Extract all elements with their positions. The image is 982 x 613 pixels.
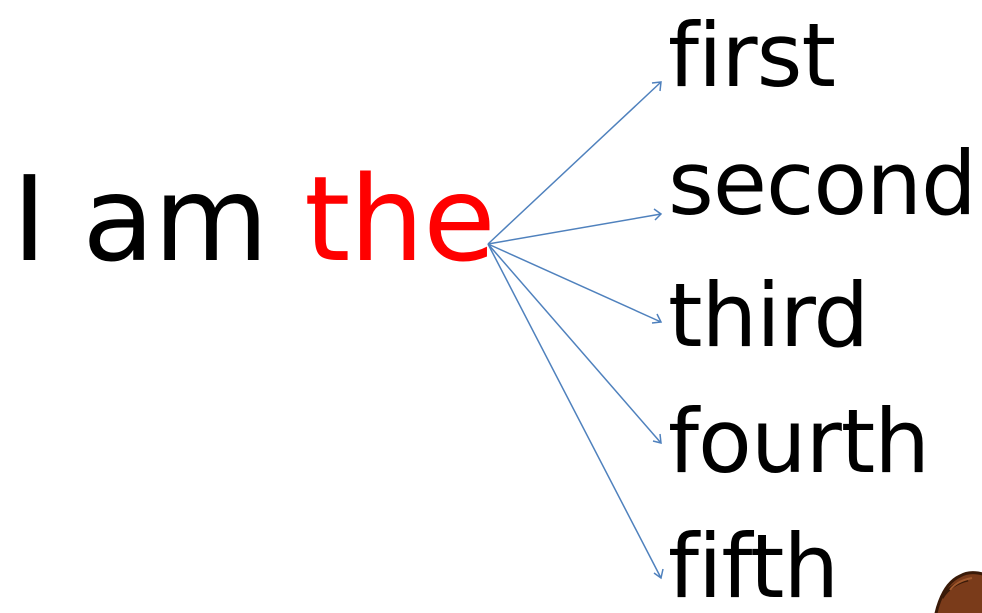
arrow-third (488, 244, 661, 323)
ordinal-fifth: fifth (668, 523, 838, 611)
cartoon-character-head-icon (928, 562, 982, 613)
arrow-fifth (488, 244, 663, 578)
arrow-second (488, 209, 661, 244)
arrow-first (488, 82, 661, 244)
ordinal-first: first (668, 12, 835, 100)
ordinal-fourth: fourth (668, 398, 929, 486)
arrow-fourth (488, 244, 661, 443)
ordinal-third: third (668, 272, 868, 360)
ordinal-second: second (668, 140, 976, 228)
